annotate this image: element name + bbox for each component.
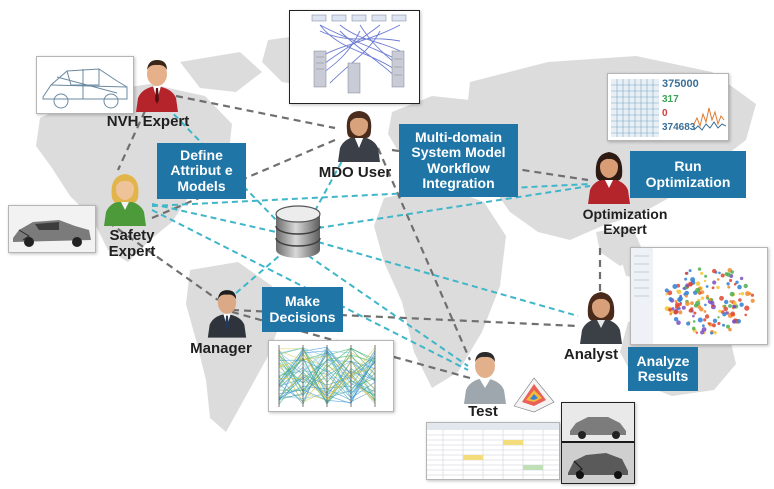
mdo-user-label: MDO User <box>318 164 392 181</box>
scatter-plot-thumbnail <box>630 247 768 345</box>
safety-expert-label: Safety Expert <box>108 227 156 261</box>
manager-person-icon <box>207 290 247 338</box>
manager-label: Manager <box>190 340 252 357</box>
link-db-test <box>299 249 469 367</box>
optimization-expert-label: Optimization Expert <box>582 206 668 238</box>
test-person-icon <box>464 352 506 404</box>
link-safety-test <box>151 209 469 371</box>
car-photo-icon <box>562 403 634 483</box>
safety-expert-person-icon <box>104 174 146 226</box>
optimization-expert-person-icon <box>588 152 630 204</box>
link-nvh-mdo <box>175 94 336 130</box>
crashed-car-icon <box>9 206 95 252</box>
run-optimization-box: Run Optimization <box>630 151 746 198</box>
spreadsheet-thumbnail <box>426 422 560 480</box>
make-decisions-box: Make Decisions <box>262 287 343 332</box>
grid-matrix-icon <box>611 79 659 137</box>
car-photos-thumbnail <box>561 402 635 484</box>
car-wireframe-thumbnail <box>36 56 134 114</box>
analyst-label: Analyst <box>563 346 619 363</box>
workflow-integration-box: Multi-domain System Model Workflow Integ… <box>399 124 518 197</box>
dashboard-value-3: 0 <box>662 108 668 119</box>
link-db-analyst <box>317 241 579 317</box>
test-label: Test <box>468 403 498 420</box>
parallel-lines-icon <box>278 345 376 407</box>
link-manager-analyst <box>231 308 579 328</box>
surface-plot-icon <box>513 377 555 413</box>
crash-car-thumbnail <box>8 205 96 253</box>
dashboard-value-1: 375000 <box>662 78 699 90</box>
dashboard-value-4: 374683 <box>662 122 696 133</box>
dashboard-thumbnail: 375000 317 0 374683 <box>607 73 729 141</box>
sparkline-icon <box>694 107 726 131</box>
link-safety-db <box>151 203 277 233</box>
parallel-coordinates-thumbnail <box>268 340 394 412</box>
link-db-mdo <box>309 149 349 221</box>
link-db-opt <box>317 185 591 229</box>
mdo-user-person-icon <box>338 111 380 162</box>
nvh-expert-person-icon <box>136 60 178 112</box>
car-wireframe-icon <box>42 68 128 109</box>
link-nvh-db <box>159 99 281 225</box>
analyst-person-icon <box>580 292 622 344</box>
nvh-expert-label: NVH Expert <box>106 113 190 130</box>
link-db-manager <box>227 249 287 301</box>
define-attribute-models-box: Define Attribut e Models <box>157 143 246 199</box>
table-grid-icon <box>427 423 559 479</box>
link-safety-manager <box>107 221 219 301</box>
dashboard-value-2: 317 <box>662 94 679 105</box>
analyze-results-box: Analyze Results <box>628 347 698 391</box>
link-mdo-test <box>376 147 472 361</box>
workflow-thumbnail <box>289 10 420 104</box>
scatter-cloud-icon <box>631 248 755 344</box>
workflow-graph-icon <box>311 14 407 94</box>
database-icon <box>275 205 321 258</box>
